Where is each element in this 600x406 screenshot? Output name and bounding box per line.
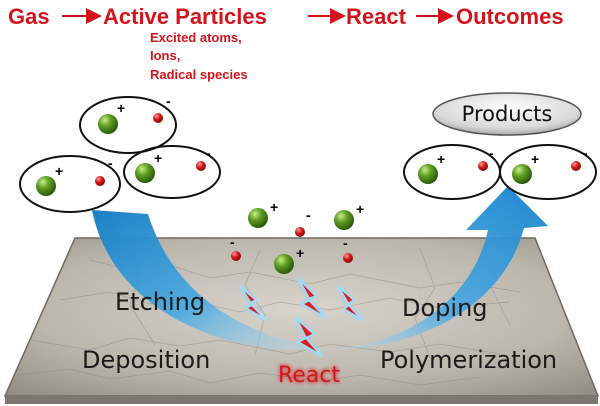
plus-charge: + (531, 151, 539, 167)
ion-sphere (36, 176, 56, 196)
atom-right-2: + - (499, 144, 597, 200)
electron-sphere (153, 113, 163, 123)
ion-sphere (512, 164, 532, 184)
plus-charge: + (117, 100, 125, 116)
electron-sphere (231, 251, 241, 261)
lightning-group (239, 277, 363, 357)
surface-react-label: React (278, 363, 340, 388)
ion-sphere (418, 164, 438, 184)
products-pill: Products (432, 92, 582, 136)
electron-sphere (95, 176, 105, 186)
minus-charge: - (230, 234, 235, 250)
atom-left-top: + - (79, 93, 177, 154)
minus-charge: - (206, 145, 211, 161)
free-particles: + - + - + - (230, 199, 364, 274)
flow-gas-label: Gas (8, 4, 50, 29)
electron-sphere (478, 161, 488, 171)
minus-charge: - (583, 145, 588, 161)
ion-sphere (334, 210, 354, 230)
flow-outcomes-label: Outcomes (456, 4, 564, 29)
species-radicals: Radical species (150, 67, 248, 82)
label-polymerization: Polymerization (380, 346, 557, 374)
lightning-bolt-icon (295, 317, 323, 357)
incoming-arrow (92, 210, 330, 350)
minus-charge: - (108, 155, 113, 171)
minus-charge: - (166, 93, 171, 109)
ion-sphere (248, 208, 268, 228)
species-list: Excited atoms, Ions, Radical species (150, 30, 248, 82)
electron-sphere (343, 253, 353, 263)
ion-sphere (98, 114, 118, 134)
products-label: Products (462, 102, 553, 126)
ion-sphere (135, 163, 155, 183)
label-deposition: Deposition (82, 346, 210, 374)
plus-charge: + (154, 150, 162, 166)
minus-charge: - (306, 207, 311, 223)
electron-sphere (295, 227, 305, 237)
atom-center-left: + - (123, 145, 221, 199)
electron-sphere (571, 161, 581, 171)
label-etching: Etching (115, 288, 205, 316)
lightning-bolt-icon (239, 285, 267, 321)
process-arrows (92, 186, 548, 350)
plus-charge: + (437, 151, 445, 167)
atom-left-bottom: + - (19, 155, 121, 213)
minus-charge: - (343, 235, 348, 251)
electron-sphere (196, 161, 206, 171)
outgoing-arrow-icon (322, 186, 548, 350)
atom-right-1: + - (403, 144, 501, 200)
plus-charge: + (296, 245, 304, 261)
flow-active-particles-label: Active Particles (103, 4, 267, 29)
label-doping: Doping (402, 294, 488, 322)
lightning-bolt-icon (297, 277, 327, 319)
plus-charge: + (270, 199, 278, 215)
plus-charge: + (55, 163, 63, 179)
flow-react-label: React (346, 4, 407, 29)
species-ions: Ions, (150, 48, 180, 63)
plus-charge: + (356, 201, 364, 217)
flow-title: Gas Active Particles React Outcomes (8, 4, 564, 29)
ion-sphere (274, 254, 294, 274)
species-excited-atoms: Excited atoms, (150, 30, 242, 45)
minus-charge: - (489, 145, 494, 161)
lightning-bolt-icon (337, 285, 363, 321)
